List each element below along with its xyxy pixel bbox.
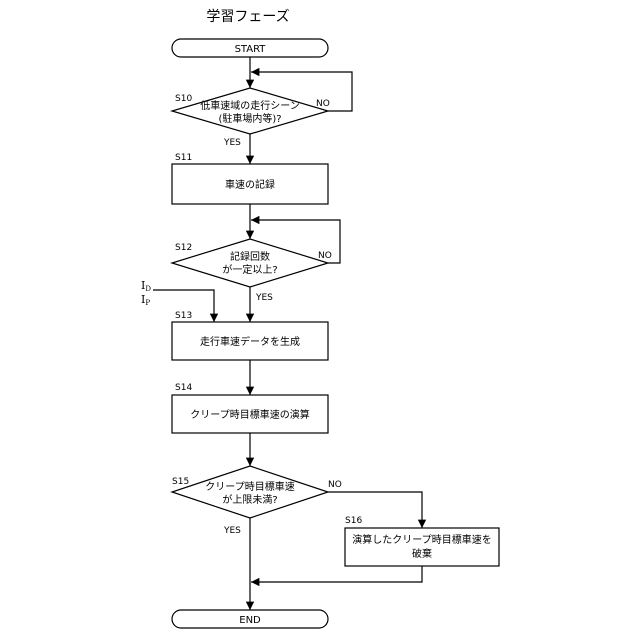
s14-text: クリープ時目標車速の演算 — [190, 408, 309, 421]
s12-decision — [172, 239, 328, 287]
s12-line1: 記録回数 — [230, 250, 270, 263]
s12-yes-label: YES — [255, 293, 273, 303]
input-ip-label: IP — [141, 293, 150, 307]
s16-line2: 破棄 — [412, 547, 432, 560]
s13-id: S13 — [175, 311, 192, 321]
end-label: END — [239, 615, 261, 626]
s15-id: S15 — [172, 477, 189, 487]
s11-text: 車速の記録 — [225, 178, 275, 191]
connector-s15-no — [328, 492, 422, 528]
s15-no-label: NO — [328, 480, 342, 490]
s12-no-label: NO — [318, 251, 332, 261]
s11-id: S11 — [175, 153, 192, 163]
s10-id: S10 — [175, 94, 192, 104]
s13-text: 走行車速データを生成 — [200, 335, 300, 348]
s12-id: S12 — [175, 243, 192, 253]
flowchart-title: 学習フェーズ — [206, 9, 289, 25]
s10-line1: 低車速域の走行シーン — [200, 99, 300, 112]
s14-id: S14 — [175, 383, 192, 393]
s12-line2: が一定以上? — [222, 263, 277, 276]
s16-process — [345, 528, 499, 566]
s15-line2: が上限未満? — [222, 493, 277, 506]
s16-line1: 演算したクリープ時目標車速を — [352, 533, 491, 546]
start-label: START — [235, 44, 267, 55]
s10-yes-label: YES — [223, 138, 241, 148]
s15-line1: クリープ時目標車速 — [205, 480, 294, 493]
input-id-label: ID — [141, 279, 151, 293]
s15-yes-label: YES — [223, 526, 241, 536]
s16-id: S16 — [345, 516, 362, 526]
s10-line2: (駐車場内等)? — [218, 112, 281, 125]
connector-s16-merge — [251, 566, 422, 582]
s10-no-label: NO — [316, 99, 330, 109]
